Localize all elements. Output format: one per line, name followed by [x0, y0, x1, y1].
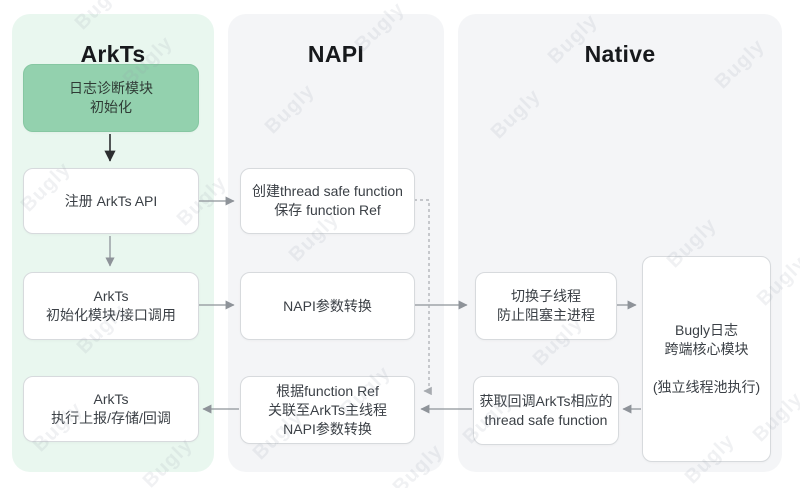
node-text: NAPI参数转换: [283, 420, 372, 437]
node-text: 日志诊断模块: [69, 80, 153, 96]
node-text: Bugly日志: [674, 322, 739, 338]
node-function-ref-main-thread: 根据function Ref 关联至ArkTs主线程 NAPI参数转换: [240, 376, 415, 444]
node-text: 执行上报/存储/回调: [51, 410, 171, 426]
node-register-arkts-api: 注册 ArkTs API: [23, 168, 199, 234]
column-title-native: Native: [584, 41, 656, 67]
node-text: 防止阻塞主进程: [497, 307, 595, 323]
node-text: 初始化模块/接口调用: [46, 307, 176, 323]
node-get-callback-thread-safe-function: 获取回调ArkTs相应的 thread safe function: [473, 376, 619, 445]
node-bugly-core-module: Bugly日志 跨端核心模块 (独立线程池执行): [642, 256, 771, 462]
node-text: 切换子线程: [511, 288, 581, 304]
node-text: 保存 function Ref: [274, 202, 381, 218]
node-text: 获取回调ArkTs相应的: [479, 392, 613, 409]
node-text: 根据function Ref: [276, 382, 379, 399]
node-text: 跨端核心模块: [664, 341, 749, 357]
node-switch-child-thread: 切换子线程 防止阻塞主进程: [475, 272, 617, 340]
node-arkts-init-module: ArkTs 初始化模块/接口调用: [23, 272, 199, 340]
node-text: 初始化: [90, 99, 132, 115]
column-title-arkts: ArkTs: [80, 41, 146, 67]
node-text: 创建thread safe function: [252, 183, 403, 199]
node-text: 关联至ArkTs主线程: [268, 401, 387, 418]
node-text: ArkTs: [93, 288, 129, 304]
node-arkts-exec-report: ArkTs 执行上报/存储/回调: [23, 376, 199, 442]
node-log-diagnostic-init: 日志诊断模块 初始化: [23, 64, 199, 132]
column-title-napi: NAPI: [307, 41, 365, 67]
node-text: 注册 ArkTs API: [64, 192, 158, 209]
node-text: ArkTs: [93, 391, 129, 407]
node-text: (独立线程池执行): [652, 379, 761, 395]
node-text: thread safe function: [484, 411, 608, 428]
node-create-thread-safe-function: 创建thread safe function 保存 function Ref: [240, 168, 415, 234]
node-text: NAPI参数转换: [283, 297, 372, 314]
node-napi-param-convert: NAPI参数转换: [240, 272, 415, 340]
